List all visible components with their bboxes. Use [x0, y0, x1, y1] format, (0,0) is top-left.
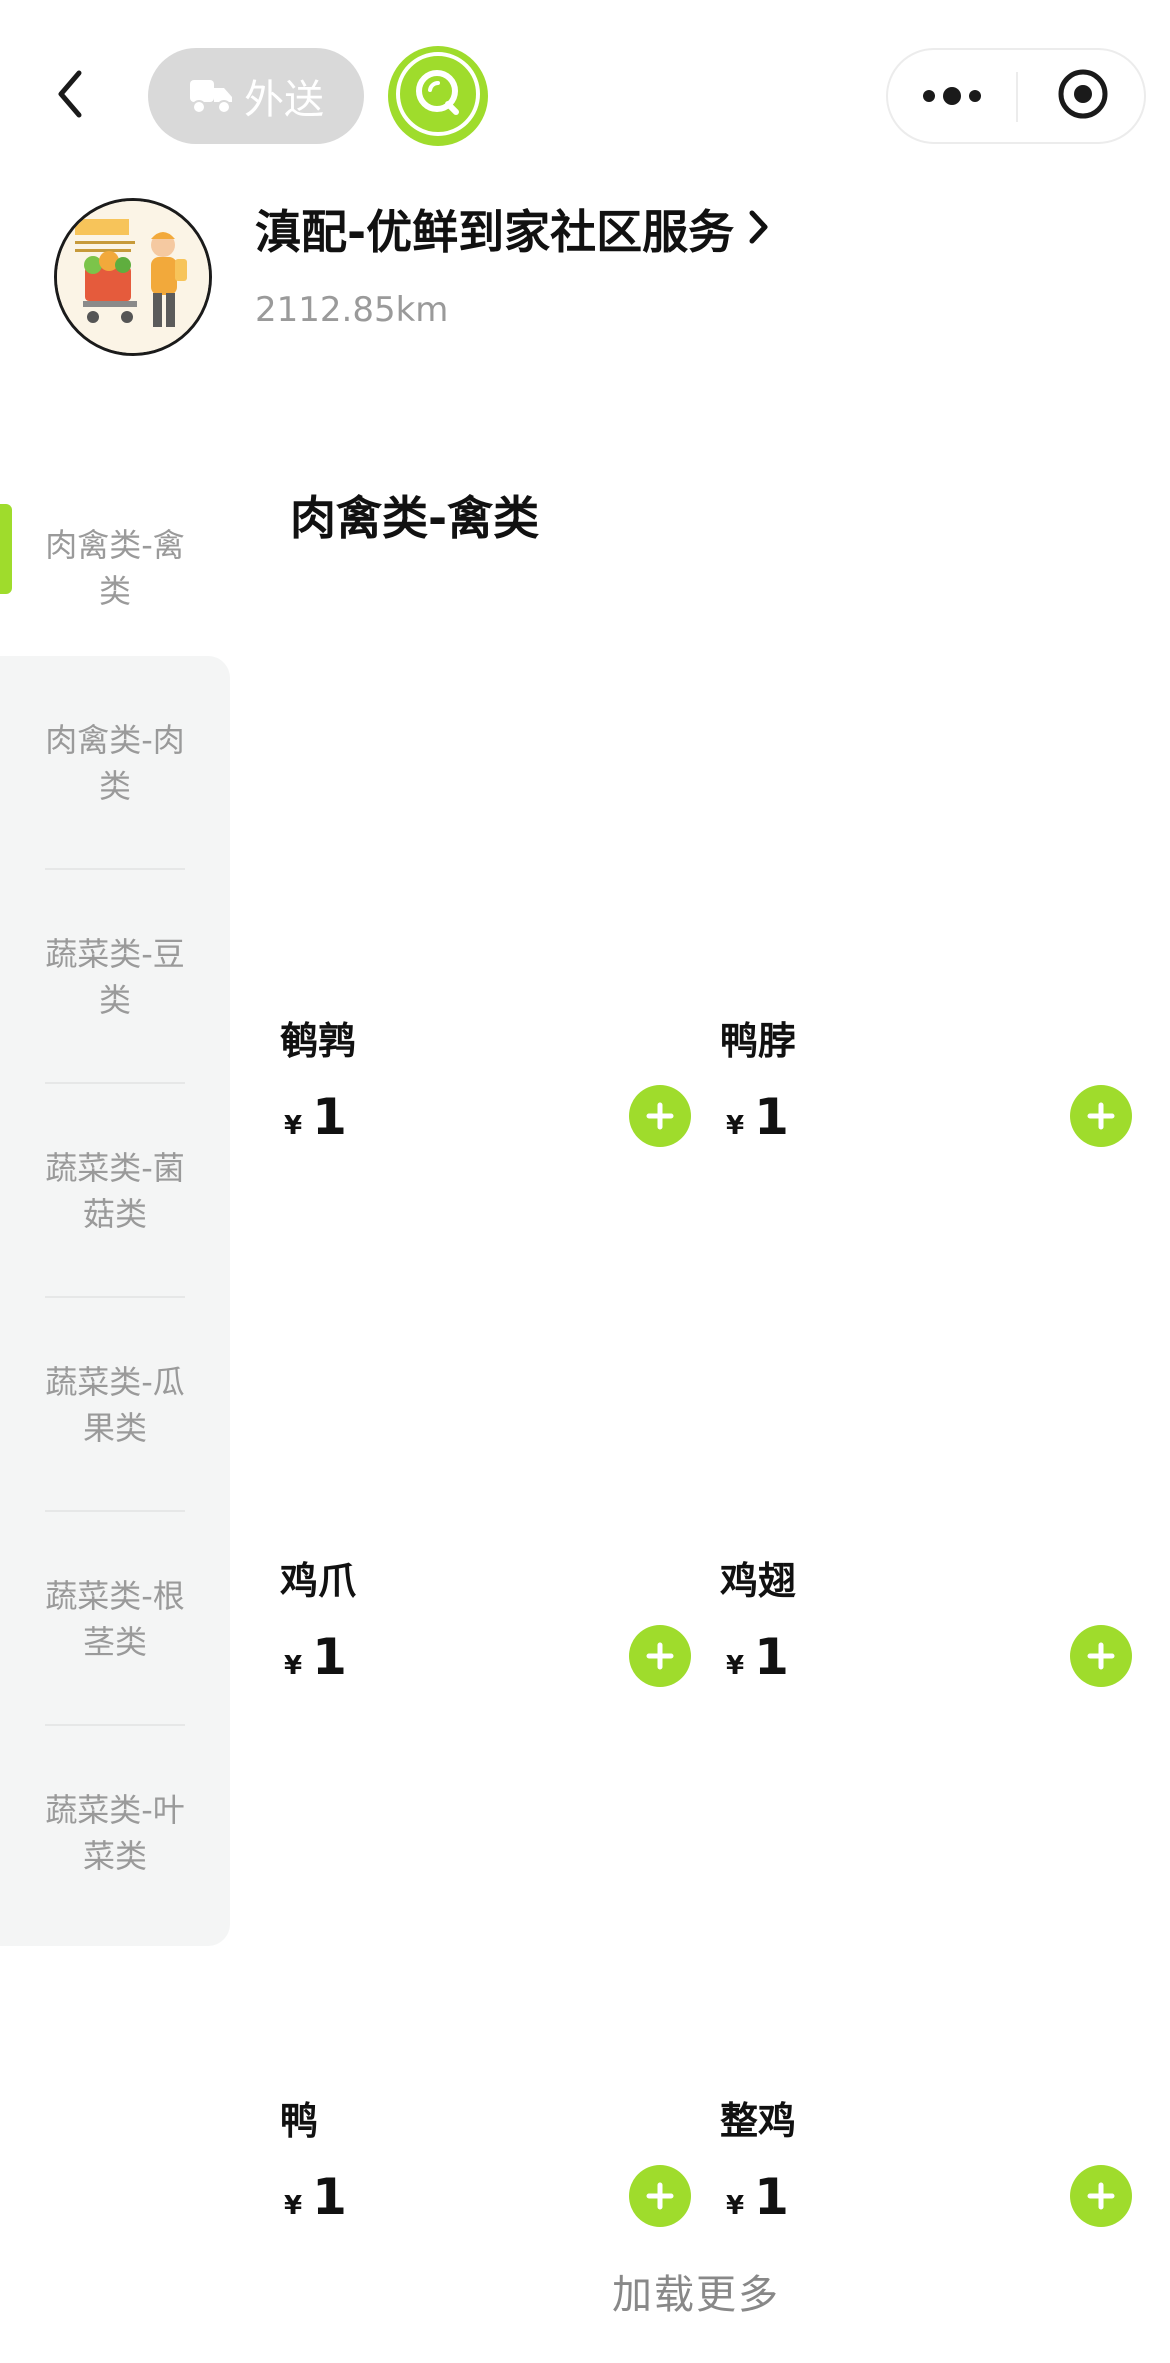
product-name[interactable]: 鹌鹑	[280, 1019, 357, 1063]
product-name[interactable]: 鸭脖	[720, 1019, 797, 1063]
category-divider	[45, 1082, 185, 1084]
more-options-button[interactable]	[888, 50, 1016, 142]
plus-icon	[1087, 1102, 1115, 1130]
store-name-link[interactable]: 滇配-优鲜到家社区服务	[255, 196, 770, 262]
chevron-left-icon	[55, 69, 85, 123]
capsule-divider	[1016, 72, 1018, 122]
category-label: 蔬菜类-根茎类	[45, 1577, 185, 1661]
chevron-right-icon	[748, 201, 770, 257]
plus-icon	[1087, 2182, 1115, 2210]
price-value: 1	[754, 1088, 789, 1146]
currency-symbol: ¥	[726, 2191, 745, 2221]
price-value: 1	[754, 2168, 789, 2226]
category-label: 蔬菜类-豆类	[45, 935, 185, 1019]
product-name[interactable]: 鸡翅	[720, 1559, 797, 1603]
delivery-truck-icon	[188, 76, 234, 116]
product-name[interactable]: 鸭	[280, 2099, 319, 2143]
more-dot-icon	[923, 90, 935, 102]
add-to-cart-button[interactable]	[1070, 1085, 1132, 1147]
store-logo-illustration	[57, 201, 209, 353]
close-mini-program-button[interactable]	[1020, 50, 1146, 142]
product-price: ¥ 1	[726, 1628, 789, 1686]
currency-symbol: ¥	[726, 1111, 745, 1141]
category-label: 肉禽类-禽类	[45, 526, 185, 610]
more-dot-icon	[969, 90, 981, 102]
category-item[interactable]: 蔬菜类-叶菜类	[0, 1726, 230, 1940]
store-distance: 2112.85km	[255, 290, 449, 330]
category-divider	[45, 868, 185, 870]
category-item[interactable]: 蔬菜类-豆类	[0, 870, 230, 1084]
category-sidebar: 肉禽类-肉类 蔬菜类-豆类 蔬菜类-菌菇类 蔬菜类-瓜果类 蔬菜类-根茎类 蔬菜…	[0, 656, 230, 1946]
category-divider	[45, 1724, 185, 1726]
store-logo[interactable]	[54, 198, 212, 356]
store-name: 滇配-优鲜到家社区服务	[255, 205, 735, 259]
category-label: 蔬菜类-菌菇类	[45, 1149, 185, 1233]
category-label: 蔬菜类-叶菜类	[45, 1791, 185, 1875]
currency-symbol: ¥	[284, 1111, 303, 1141]
add-to-cart-button[interactable]	[629, 1085, 691, 1147]
price-value: 1	[312, 1628, 347, 1686]
back-button[interactable]	[40, 58, 100, 134]
currency-symbol: ¥	[726, 1651, 745, 1681]
product-price: ¥ 1	[726, 1088, 789, 1146]
add-to-cart-button[interactable]	[629, 1625, 691, 1687]
section-title: 肉禽类-禽类	[290, 491, 540, 545]
price-value: 1	[312, 1088, 347, 1146]
plus-icon	[646, 1642, 674, 1670]
product-name[interactable]: 鸡爪	[280, 1559, 357, 1603]
add-to-cart-button[interactable]	[629, 2165, 691, 2227]
category-label: 蔬菜类-瓜果类	[45, 1363, 185, 1447]
plus-icon	[646, 1102, 674, 1130]
add-to-cart-button[interactable]	[1070, 1625, 1132, 1687]
more-dot-icon	[943, 87, 961, 105]
product-price: ¥ 1	[284, 1628, 347, 1686]
delivery-mode-label: 外送	[244, 77, 324, 123]
category-divider	[45, 1510, 185, 1512]
category-item-active[interactable]: 肉禽类-禽类	[0, 478, 230, 658]
category-item[interactable]: 蔬菜类-根茎类	[0, 1512, 230, 1726]
add-to-cart-button[interactable]	[1070, 2165, 1132, 2227]
product-price: ¥ 1	[726, 2168, 789, 2226]
category-item[interactable]: 肉禽类-肉类	[0, 656, 230, 870]
delivery-mode-toggle[interactable]: 外送	[148, 48, 364, 144]
product-price: ¥ 1	[284, 1088, 347, 1146]
category-item[interactable]: 蔬菜类-菌菇类	[0, 1084, 230, 1298]
search-button[interactable]	[388, 46, 488, 146]
category-divider	[45, 1296, 185, 1298]
currency-symbol: ¥	[284, 1651, 303, 1681]
active-indicator	[0, 504, 12, 594]
category-item[interactable]: 蔬菜类-瓜果类	[0, 1298, 230, 1512]
mini-program-capsule	[886, 48, 1146, 144]
currency-symbol: ¥	[284, 2191, 303, 2221]
product-name[interactable]: 整鸡	[720, 2099, 797, 2143]
load-more-button[interactable]: 加载更多	[612, 2272, 780, 2318]
price-value: 1	[754, 1628, 789, 1686]
price-value: 1	[312, 2168, 347, 2226]
product-price: ¥ 1	[284, 2168, 347, 2226]
plus-icon	[1087, 1642, 1115, 1670]
category-label: 肉禽类-肉类	[45, 721, 185, 805]
target-circle-icon	[1056, 67, 1110, 125]
plus-icon	[646, 2182, 674, 2210]
search-icon	[390, 46, 486, 146]
